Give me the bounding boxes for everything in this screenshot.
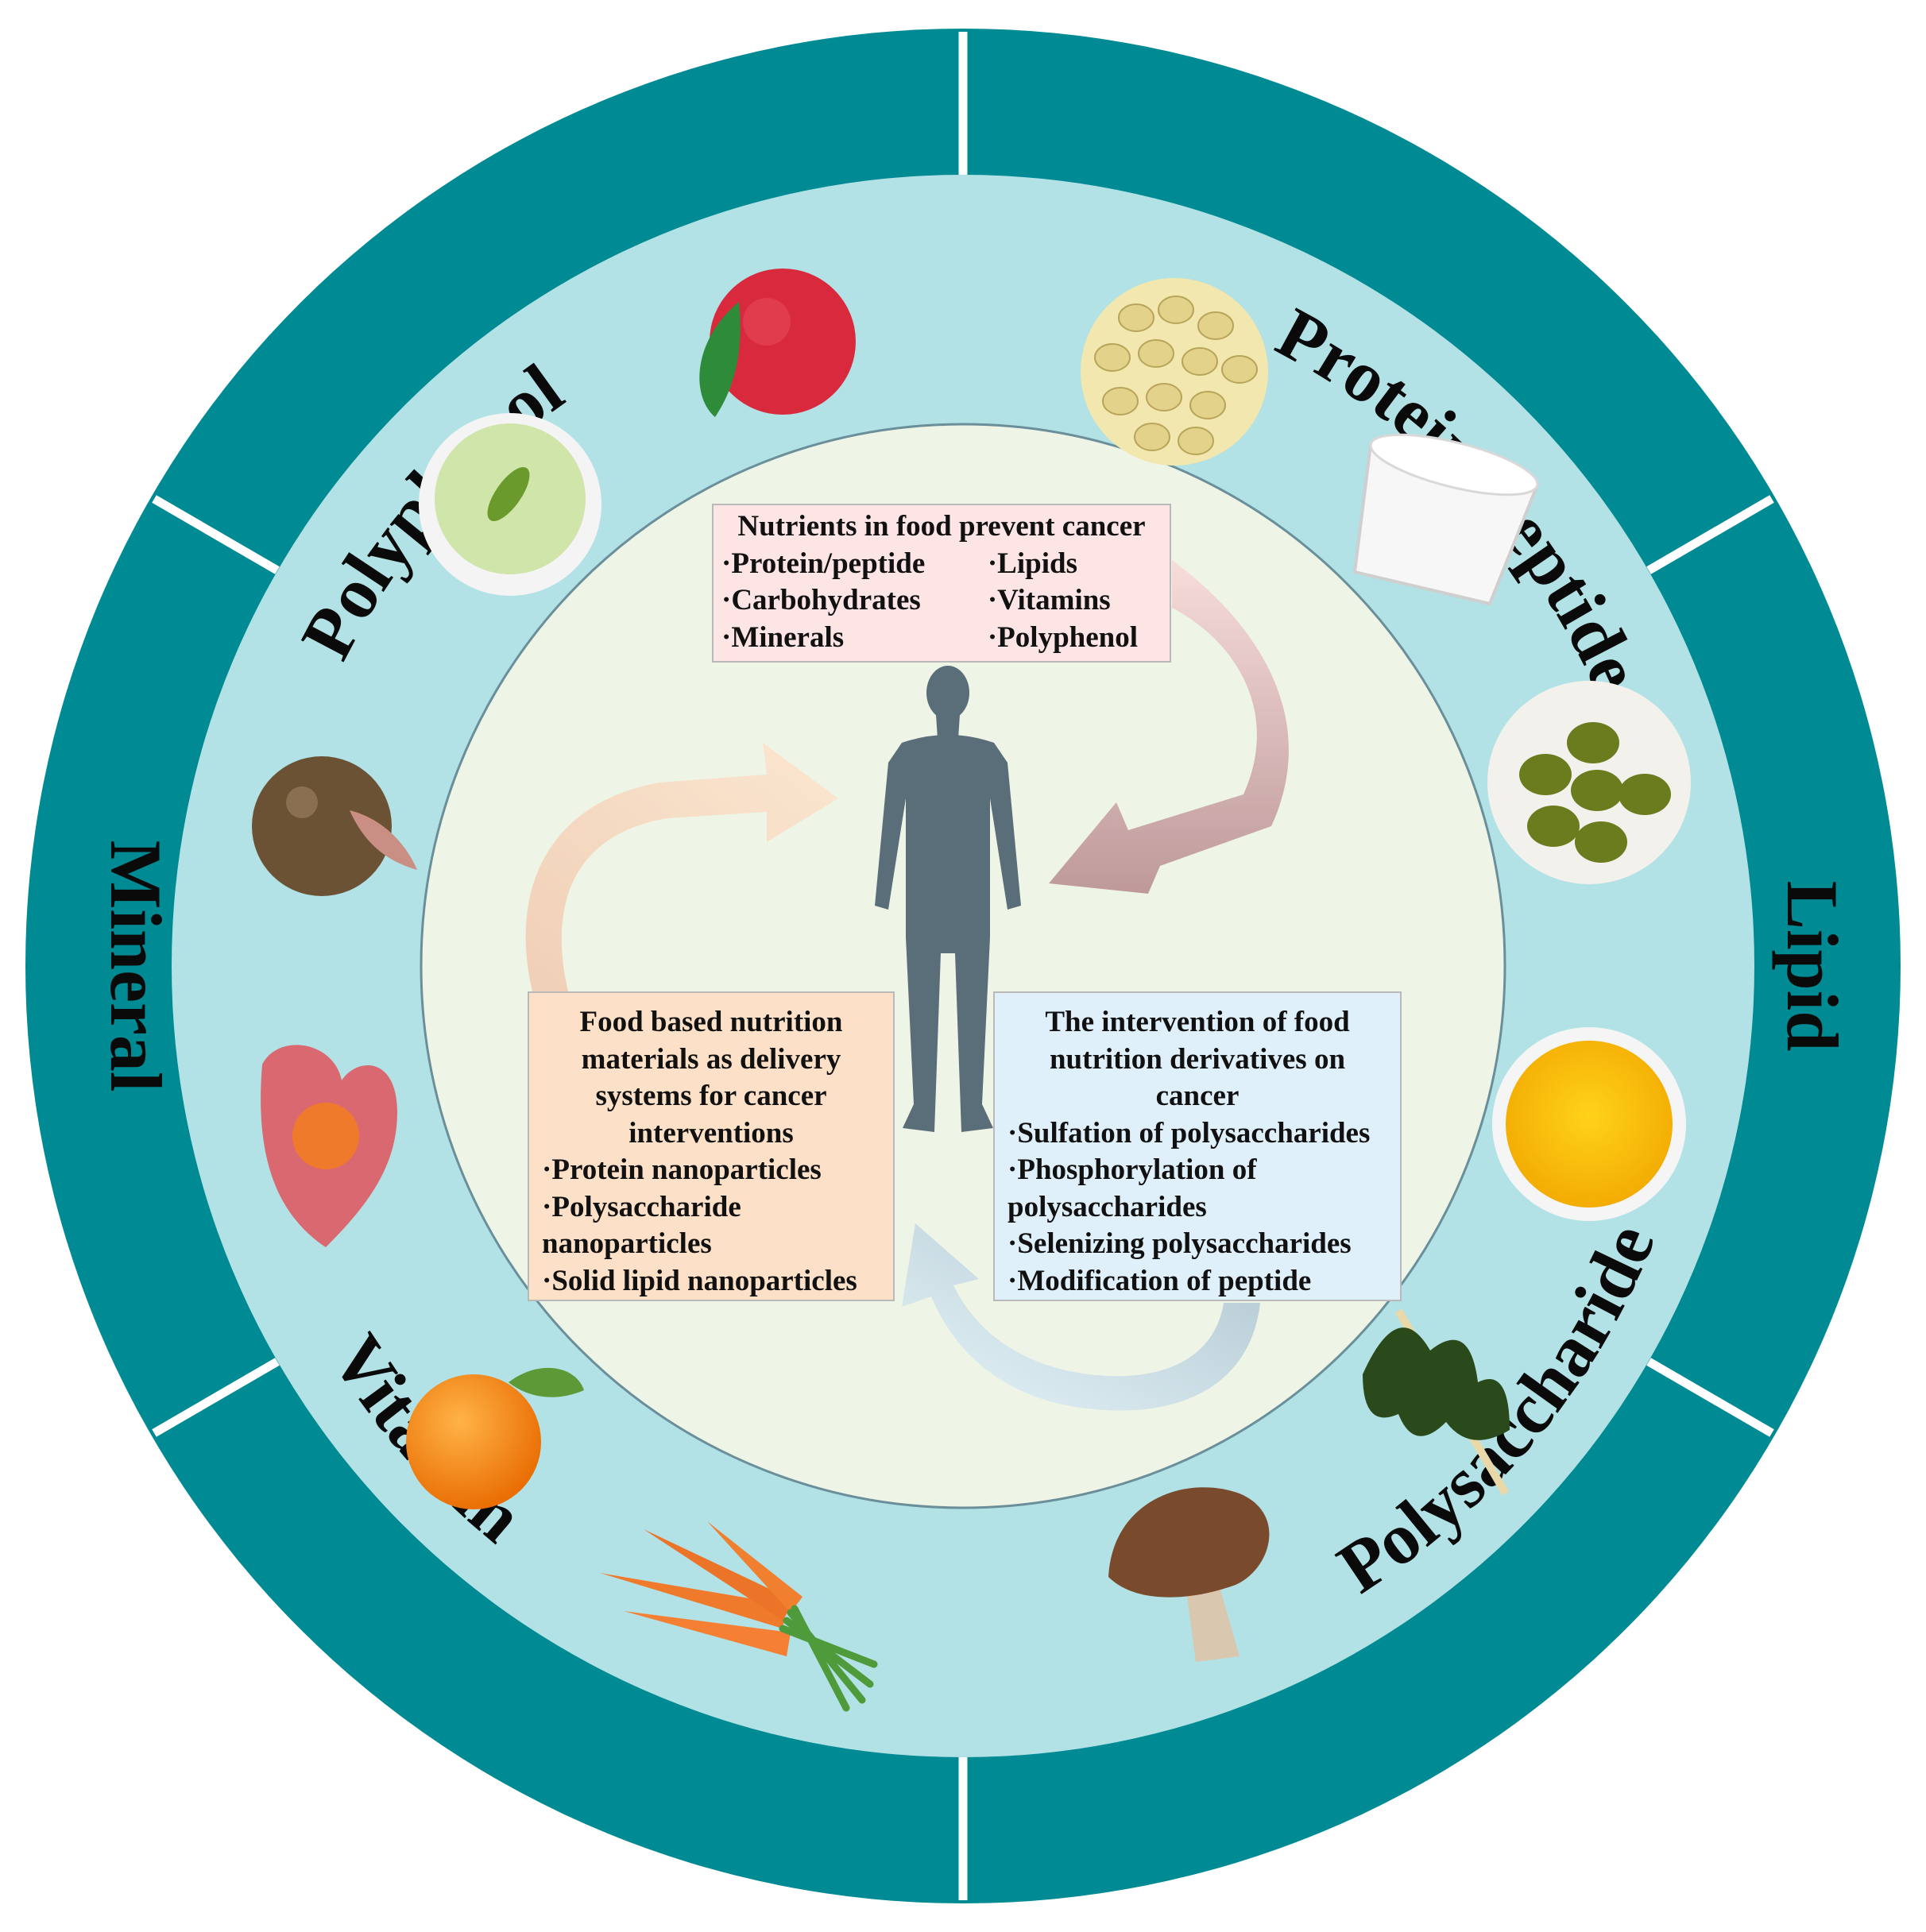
delivery-item: ·Solid lipid nanoparticles bbox=[542, 1264, 857, 1297]
human-silhouette-icon bbox=[875, 666, 1021, 1132]
segment-label-lipid: Lipid bbox=[1772, 881, 1853, 1052]
arrow-intervention-to-human bbox=[902, 1223, 1260, 1411]
intervention-item: ·Selenizing polysaccharides bbox=[1007, 1227, 1352, 1260]
delivery-title-line: systems for cancer bbox=[595, 1080, 827, 1112]
intervention-title-line: The intervention of food bbox=[1045, 1006, 1350, 1038]
nutrient-item: ·Lipids bbox=[987, 547, 1077, 580]
nutrients-box: Nutrients in food prevent cancer ·Protei… bbox=[712, 504, 1171, 663]
olives-icon bbox=[1487, 681, 1691, 884]
nutrients-title: Nutrients in food prevent cancer bbox=[737, 510, 1146, 543]
intervention-item: polysaccharides bbox=[1007, 1190, 1207, 1223]
intervention-title-line: cancer bbox=[1155, 1080, 1240, 1112]
nutrient-item: ·Carbohydrates bbox=[721, 584, 921, 616]
intervention-title-line: nutrition derivatives on bbox=[1049, 1042, 1346, 1076]
divider-upper-right bbox=[1646, 495, 1774, 574]
intervention-item: ·Sulfation of polysaccharides bbox=[1007, 1116, 1371, 1150]
delivery-title-line: interventions bbox=[628, 1116, 794, 1150]
nutrient-item: ·Minerals bbox=[721, 620, 845, 654]
nutrient-item: ·Vitamins bbox=[987, 584, 1111, 616]
divider-lower-right bbox=[1646, 1358, 1774, 1437]
carrots-icon bbox=[600, 1521, 878, 1712]
tea-cup-icon bbox=[419, 413, 601, 596]
delivery-title-line: materials as delivery bbox=[581, 1042, 841, 1076]
bayberry-icon bbox=[699, 269, 856, 417]
delivery-title-line: Food based nutrition bbox=[579, 1006, 843, 1038]
delivery-systems-box: Food based nutrition materials as delive… bbox=[528, 991, 895, 1301]
divider-upper-left bbox=[152, 495, 280, 574]
nutrients-left-column: ·Protein/peptide ·Carbohydrates ·Mineral… bbox=[721, 546, 925, 657]
orange-icon bbox=[406, 1367, 584, 1509]
mushroom-icon bbox=[1108, 1487, 1270, 1662]
nutrients-right-column: ·Lipids ·Vitamins ·Polyphenol bbox=[988, 546, 1138, 657]
delivery-item: nanoparticles bbox=[542, 1227, 712, 1260]
arrow-delivery-to-human bbox=[525, 743, 838, 991]
arrow-nutrients-to-human bbox=[1049, 560, 1289, 894]
taro-icon bbox=[252, 756, 417, 896]
segment-label-mineral: Mineral bbox=[95, 840, 176, 1092]
oil-bowl-icon bbox=[1492, 1027, 1686, 1221]
divider-lower-left bbox=[152, 1358, 280, 1437]
kelp-icon bbox=[1363, 1308, 1510, 1496]
delivery-item: ·Protein nanoparticles bbox=[542, 1153, 822, 1186]
nutrient-item: ·Polyphenol bbox=[987, 620, 1138, 654]
nutrients-columns: ·Protein/peptide ·Carbohydrates ·Mineral… bbox=[721, 546, 1162, 657]
soybeans-icon bbox=[1081, 278, 1268, 466]
intervention-item: ·Modification of peptide bbox=[1007, 1264, 1312, 1297]
intervention-box: The intervention of food nutrition deriv… bbox=[993, 991, 1402, 1301]
intervention-item: ·Phosphorylation of bbox=[1007, 1153, 1257, 1186]
scallop-icon bbox=[261, 1045, 397, 1247]
segment-dividers bbox=[152, 32, 1774, 1900]
delivery-item: ·Polysaccharide bbox=[542, 1190, 741, 1223]
milk-glass-icon bbox=[1352, 433, 1540, 606]
nutrient-item: ·Protein/peptide bbox=[721, 547, 926, 580]
